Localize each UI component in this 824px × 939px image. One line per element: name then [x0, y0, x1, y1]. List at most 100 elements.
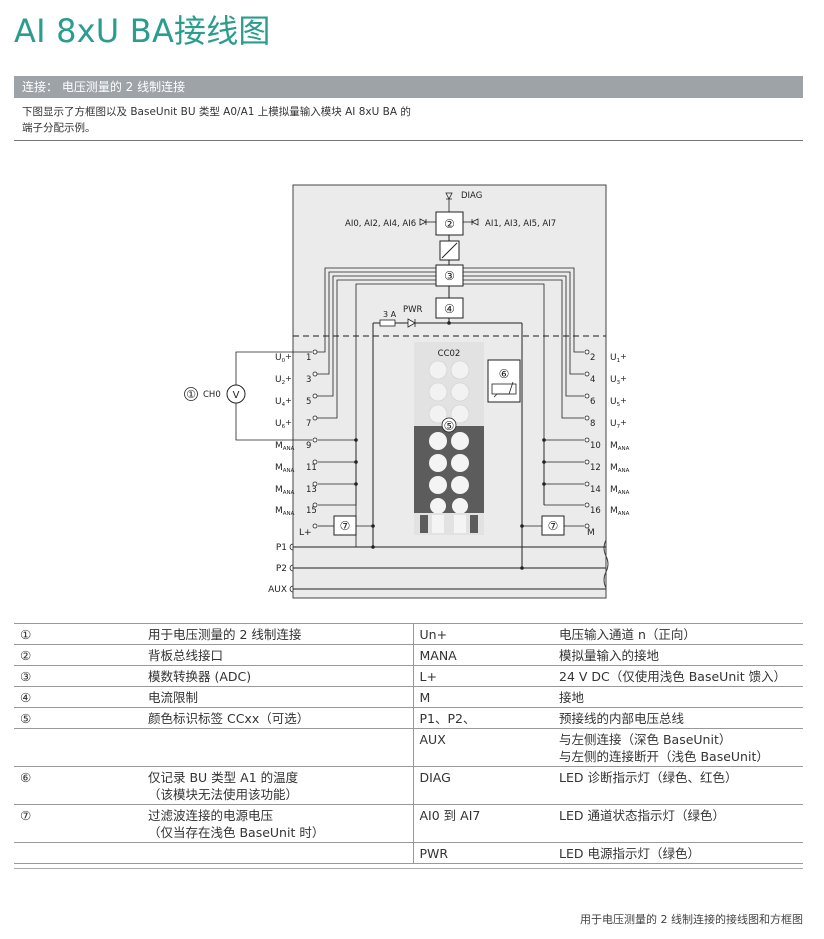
legend-term-description-line: LED 电源指示灯（绿色）: [559, 846, 700, 861]
terminal-pin-number: 15: [306, 506, 317, 516]
legend-term: MANA: [413, 644, 553, 666]
terminal-pin-number: 12: [590, 463, 601, 473]
adc-left-lines: [316, 267, 436, 547]
terminal-block: [414, 342, 484, 535]
diag-led-icon: [445, 192, 453, 212]
terminal-point: [584, 481, 590, 487]
p2-label: P2: [276, 564, 287, 574]
legend-term: L+: [413, 665, 553, 687]
terminal-pin-number: 5: [306, 397, 311, 407]
legend-term-description: LED 诊断指示灯（绿色、红色）: [553, 766, 803, 805]
ai-left-led-label: AI0, AI2, AI4, AI6: [345, 219, 416, 229]
legend-symbol: ⑦: [14, 804, 142, 843]
filter-box-left: [333, 515, 357, 536]
terminal-pin-number: 8: [590, 419, 595, 429]
legend-description: 背板总线接口: [142, 644, 414, 666]
terminal-signal-label: MANA: [275, 463, 295, 474]
terminal-signal-label: MANA: [610, 463, 630, 474]
terminal-signal-label: U5+: [610, 396, 627, 408]
legend-description: 颜色标识标签 CCxx（可选）: [142, 707, 414, 729]
module-cut-edge: [603, 539, 609, 598]
terminal-point: [584, 371, 590, 377]
intro-text: 下图显示了方框图以及 BaseUnit BU 类型 A0/A1 上模拟量输入模块…: [22, 104, 622, 136]
legend-symbol: ⑤: [14, 707, 142, 729]
legend-row: ② 背板总线接口 MANA 模拟量输入的接地: [14, 644, 803, 666]
legend-symbol: ③: [14, 665, 142, 687]
legend-description-line: 过滤波连接的电源电压: [148, 808, 274, 823]
terminal-signal-label: U3+: [610, 374, 627, 386]
terminal-signal-label: U7+: [610, 418, 627, 430]
terminal-signal-label: U0+: [275, 352, 292, 364]
terminal-signal-label: MANA: [610, 485, 630, 496]
filter-box-right: [541, 515, 565, 536]
terminal-signal-label: MANA: [275, 506, 295, 517]
legend-description: 用于电压测量的 2 线制连接: [142, 623, 414, 645]
legend-term: Un+: [413, 623, 553, 645]
terminal-pin-number: 10: [590, 441, 601, 451]
circled-7-left: ⑦: [340, 519, 351, 533]
terminal-point: [312, 349, 318, 355]
ai-left-led-icon: [419, 218, 436, 226]
terminal-pin-number: 1: [306, 353, 311, 363]
legend-term-description-line: 与左侧连接（深色 BaseUnit）: [559, 732, 732, 747]
wiring-diagram: DIAG ② AI0, AI2, AI4, AI6 AI1, AI3, AI5,…: [184, 184, 630, 599]
legend-symbol: ②: [14, 644, 142, 666]
circled-5: ⑤: [444, 419, 455, 433]
terminal-signal-label: U4+: [275, 396, 292, 408]
terminal-point: [584, 437, 590, 443]
terminal-point: [584, 393, 590, 399]
terminal-pin-number: 9: [306, 441, 311, 451]
legend-term-description-line: 预接线的内部电压总线: [559, 711, 685, 726]
terminal-point: [312, 459, 318, 465]
legend-description-line: （仅当存在浅色 BaseUnit 时）: [148, 825, 325, 840]
pwr-label: PWR: [403, 305, 423, 315]
legend-symbol: ⑥: [14, 766, 142, 805]
legend-symbol: [14, 842, 142, 864]
terminal-pin-number: 2: [590, 353, 595, 363]
legend-term-description: LED 通道状态指示灯（绿色）: [553, 804, 803, 843]
legend-term-description-line: 电压输入通道 n（正向）: [559, 627, 696, 642]
terminal-signal-label: U1+: [610, 352, 627, 364]
circled-7-right: ⑦: [548, 519, 559, 533]
lplus-label: L+: [299, 528, 312, 538]
terminal-point: [312, 393, 318, 399]
terminal-point: [312, 502, 318, 508]
terminal-signal-label: U6+: [275, 418, 292, 430]
legend-term-description-line: 接地: [559, 690, 585, 705]
page-title: AI 8xU BA接线图: [14, 12, 271, 50]
terminal-pin-number: 16: [590, 506, 601, 516]
terminal-point: [312, 437, 318, 443]
legend-description-line: （该模块无法使用该功能）: [148, 787, 299, 802]
ai-right-led-label: AI1, AI3, AI5, AI7: [485, 219, 556, 229]
legend-term-description: LED 电源指示灯（绿色）: [553, 842, 803, 864]
thermistor-icon: [491, 383, 517, 395]
fuse-label: 3 A: [383, 310, 397, 319]
circled-2: ②: [444, 217, 455, 231]
legend-description: 模数转换器 (ADC): [142, 665, 414, 687]
terminal-pin-number: 3: [306, 375, 311, 385]
legend-term-description: 模拟量输入的接地: [553, 644, 803, 666]
fuse-icon: [379, 319, 396, 327]
legend-term-description: 预接线的内部电压总线: [553, 707, 803, 729]
legend-description-line: 颜色标识标签 CCxx（可选）: [148, 711, 310, 726]
legend-term-description-line: 24 V DC（仅使用浅色 BaseUnit 馈入）: [559, 669, 787, 684]
legend-term-description-line: 模拟量输入的接地: [559, 648, 660, 663]
terminal-point: [312, 415, 318, 421]
legend-description-line: 电流限制: [148, 690, 199, 705]
voltmeter-label: V: [233, 390, 240, 401]
p1-label: P1: [276, 543, 287, 553]
ai-right-led-icon: [463, 218, 479, 226]
legend-description-line: 背板总线接口: [148, 648, 224, 663]
section-header: 连接： 电压测量的 2 线制连接: [14, 76, 803, 98]
legend-description: [142, 842, 414, 864]
adc-right-lines: [463, 267, 584, 505]
legend-description-line: 模数转换器 (ADC): [148, 669, 252, 684]
terminal-point: [312, 371, 318, 377]
temperature-sensor-box: [487, 359, 521, 403]
legend-description: 仅记录 BU 类型 A1 的温度（该模块无法使用该功能）: [142, 766, 414, 805]
